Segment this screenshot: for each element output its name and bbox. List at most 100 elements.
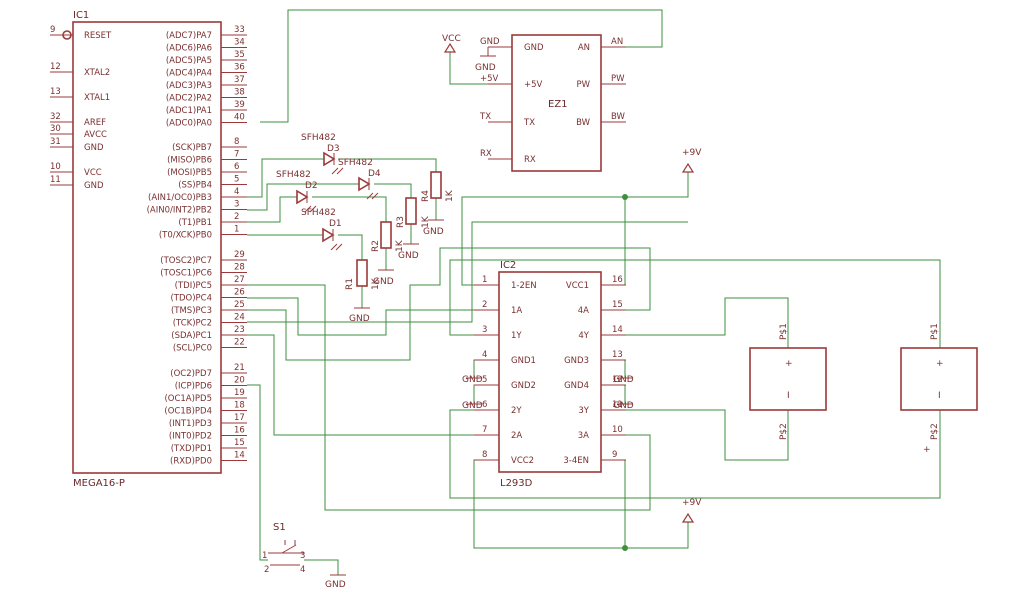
- ic1-pin-name: (ADC6)PA6: [166, 44, 212, 54]
- motor-2[interactable]: + I P$1 P$2 +: [900, 323, 978, 455]
- ic2-gnd4-label: GND: [613, 401, 634, 411]
- d1-value: SFH482: [301, 208, 336, 218]
- r1-body: [356, 259, 368, 287]
- ic1-pin-number: 10: [50, 162, 61, 172]
- wire-pc5-2a: [247, 284, 651, 511]
- diode-d2[interactable]: SFH482 D2: [276, 170, 318, 213]
- ic1-pin-name: (OC2)PD7: [170, 369, 212, 379]
- resistor-r4[interactable]: R4 1K GND: [421, 171, 455, 237]
- d3-value: SFH482: [301, 133, 336, 143]
- ic1-pin-name: (SS)PB4: [178, 181, 212, 191]
- r3-gnd-label: GND: [398, 251, 419, 261]
- r1-ref: R1: [345, 278, 355, 290]
- s1-lever: [281, 544, 297, 554]
- ic1-pin-number: 3: [234, 200, 239, 210]
- nine-v-top-arrow-icon: [681, 162, 695, 173]
- ic1-pin-name: (TMS)PC3: [171, 306, 212, 316]
- d1-triangle-icon: [322, 227, 335, 243]
- ic1-pin-name: (OC1B)PD4: [164, 407, 212, 417]
- ic1-pin-number: 8: [234, 137, 239, 147]
- ic1-pin-number: 23: [234, 325, 245, 335]
- ez1-pin-name: RX: [524, 155, 536, 165]
- ic1-pin-number: 4: [234, 187, 239, 197]
- resistor-r3[interactable]: R3 1K GND: [396, 197, 431, 261]
- ic1-pin-number: 40: [234, 113, 245, 123]
- ez1-ref: EZ1: [548, 99, 568, 110]
- wire-en2-bus: [601, 459, 626, 548]
- ic1-pin-number: 27: [234, 275, 245, 285]
- ic1-pin-number: 15: [234, 438, 245, 448]
- nine-v-top-label: +9V: [682, 148, 702, 158]
- ic2-pin-name: VCC2: [511, 456, 534, 466]
- wire-pb2-d4: [247, 183, 359, 211]
- motor-2-bottom-pin: P$2: [930, 423, 940, 440]
- r4-body: [430, 171, 442, 199]
- r4-value: 1K: [445, 189, 455, 202]
- wire-9v-bus: [461, 172, 689, 286]
- ic2-l293d[interactable]: IC2 L293D 11-2EN21A31Y4GND15GND262Y72A8V…: [462, 260, 634, 489]
- ez1-gnd-label: GND: [475, 63, 496, 73]
- ic2-pin-number: 8: [482, 450, 487, 460]
- diode-d3[interactable]: SFH482 D3: [301, 133, 344, 175]
- ic2-body: [498, 271, 602, 473]
- ez1-net-label: GND: [480, 37, 500, 47]
- ic1-pin-number: 28: [234, 263, 245, 273]
- diode-d1[interactable]: SFH482 D1: [301, 208, 343, 251]
- ic1-pin-name: (TDI)PC5: [175, 281, 212, 291]
- ic1-pin-number: 34: [234, 38, 245, 48]
- r2-body: [380, 221, 392, 249]
- d4-ray1: [366, 192, 374, 200]
- ic1-pin-name: (INT1)PD3: [169, 419, 212, 429]
- d3-ray2: [336, 167, 344, 175]
- motor-1-plus: +: [785, 359, 793, 369]
- ic1-pin-number: 37: [234, 75, 245, 85]
- ez1-pin-name: +5V: [524, 80, 543, 90]
- ic2-value: L293D: [500, 478, 533, 489]
- ic2-ref: IC2: [500, 260, 516, 271]
- diode-d4[interactable]: SFH482 D4: [338, 158, 381, 200]
- ez1-net-label: PW: [611, 74, 625, 84]
- ic2-pin-number: 6: [482, 400, 487, 410]
- ic1-pin-number: 16: [234, 426, 245, 436]
- ic2-pin-name: 1Y: [511, 331, 522, 341]
- d2-ray1: [304, 205, 312, 213]
- ic2-pin-number: 15: [612, 300, 623, 310]
- ic1-pin-name: (ICP)PD6: [175, 382, 212, 392]
- ic1-pin-number: 13: [50, 87, 61, 97]
- ic1-pin-name: (TOSC1)PC6: [160, 269, 212, 279]
- ic1-pin-number: 20: [234, 376, 245, 386]
- d2-triangle-icon: [296, 189, 309, 205]
- nine-v-bottom-label: +9V: [682, 498, 702, 508]
- wire-pc2: [247, 221, 688, 323]
- ic2-pin-name: GND3: [564, 356, 589, 366]
- ez1-net-label: +5V: [480, 74, 499, 84]
- ic1-pin-number: 22: [234, 338, 245, 348]
- switch-s1[interactable]: S1 1 2 3 4 GND: [262, 522, 346, 590]
- ic1-mega16[interactable]: IC1 MEGA16-P 9RESET12XTAL213XTAL132AREF3…: [50, 10, 247, 489]
- ic2-pin-name: 4Y: [578, 331, 589, 341]
- s1-pin4: 4: [300, 565, 305, 575]
- ez1-net-label: RX: [480, 149, 492, 159]
- vcc-symbol: VCC: [442, 34, 461, 53]
- ic1-pin-name: (OC1A)PD5: [164, 394, 212, 404]
- wire-bus-vcc1: [601, 197, 626, 286]
- ic1-pin-name: AVCC: [84, 130, 107, 140]
- ic2-pin-name: 4A: [578, 306, 589, 316]
- ic2-pin-name: 3-4EN: [563, 456, 589, 466]
- ic2-pin-number: 1: [482, 275, 487, 285]
- ic1-pin-name: (T0/XCK)PB0: [159, 231, 212, 241]
- junction-bottom: [622, 545, 628, 551]
- resistor-r2[interactable]: R2 1K GND: [371, 221, 405, 287]
- ic1-pin-name: GND: [84, 181, 104, 191]
- resistor-r1[interactable]: R1 1K GND: [345, 259, 381, 324]
- ez1-pin-name: AN: [578, 43, 590, 53]
- vcc-label: VCC: [442, 34, 461, 44]
- ic1-pin-number: 6: [234, 162, 239, 172]
- motor-1-minus: I: [787, 391, 790, 401]
- ic2-pin-number: 10: [612, 425, 623, 435]
- ic1-pin-name: (AIN0/INT2)PB2: [147, 206, 212, 216]
- motor-1[interactable]: + I P$1 P$2: [749, 323, 827, 440]
- d1-ray1: [330, 243, 338, 251]
